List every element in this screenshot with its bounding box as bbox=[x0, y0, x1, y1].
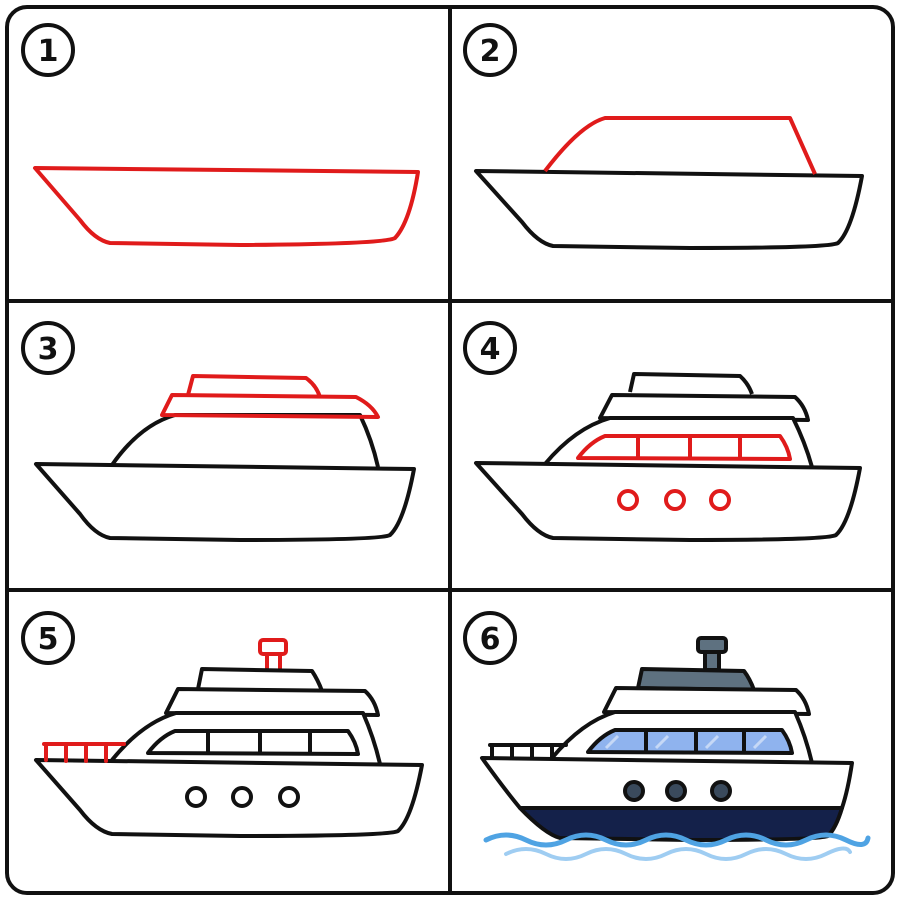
porthole bbox=[278, 786, 300, 808]
upper-deck-new bbox=[160, 393, 380, 419]
panel-step-1: 1 bbox=[21, 23, 420, 247]
hull-outline bbox=[474, 169, 864, 250]
cabin-windows bbox=[586, 728, 794, 755]
railing-new bbox=[42, 742, 126, 763]
hull-outline-new bbox=[33, 166, 420, 247]
hull-upper bbox=[480, 756, 854, 810]
water-wave bbox=[483, 832, 871, 848]
svg-text:3: 3 bbox=[38, 332, 59, 367]
cabin-outline-new bbox=[543, 116, 817, 175]
porthole-new bbox=[617, 489, 639, 511]
hull-outline bbox=[34, 758, 424, 838]
porthole bbox=[231, 786, 253, 808]
step-badge-2: 2 bbox=[463, 23, 517, 77]
step-badge-4: 4 bbox=[463, 321, 517, 375]
panel-step-3: 3 bbox=[21, 321, 416, 542]
panel-step-5: 5 bbox=[21, 611, 424, 838]
upper-deck bbox=[602, 686, 811, 716]
porthole bbox=[623, 780, 645, 802]
flybridge-new bbox=[186, 374, 322, 398]
panel-step-6: 6 bbox=[463, 611, 871, 861]
svg-text:2: 2 bbox=[480, 34, 501, 69]
step-badge-3: 3 bbox=[21, 321, 75, 375]
cabin-outline bbox=[543, 416, 814, 468]
flybridge bbox=[628, 372, 754, 395]
water-wave bbox=[504, 846, 852, 861]
flybridge bbox=[196, 667, 324, 692]
mast bbox=[696, 636, 728, 672]
upper-deck bbox=[598, 393, 810, 422]
step-badge-1: 1 bbox=[21, 23, 75, 77]
svg-text:1: 1 bbox=[38, 34, 59, 69]
panel-step-2: 2 bbox=[463, 23, 864, 250]
porthole bbox=[665, 780, 687, 802]
porthole bbox=[710, 780, 732, 802]
hull-bottom bbox=[518, 806, 844, 842]
cabin-windows bbox=[146, 729, 360, 756]
cabin-windows-new bbox=[576, 434, 792, 461]
svg-text:5: 5 bbox=[38, 622, 59, 657]
panel-step-4: 4 bbox=[463, 321, 862, 542]
upper-deck bbox=[164, 687, 380, 717]
hull-outline bbox=[34, 462, 416, 542]
svg-text:6: 6 bbox=[480, 622, 501, 657]
porthole bbox=[185, 786, 207, 808]
porthole-new bbox=[709, 489, 731, 511]
step-badge-5: 5 bbox=[21, 611, 75, 665]
porthole-new bbox=[664, 489, 686, 511]
svg-text:4: 4 bbox=[480, 332, 501, 367]
step-badge-6: 6 bbox=[463, 611, 517, 665]
